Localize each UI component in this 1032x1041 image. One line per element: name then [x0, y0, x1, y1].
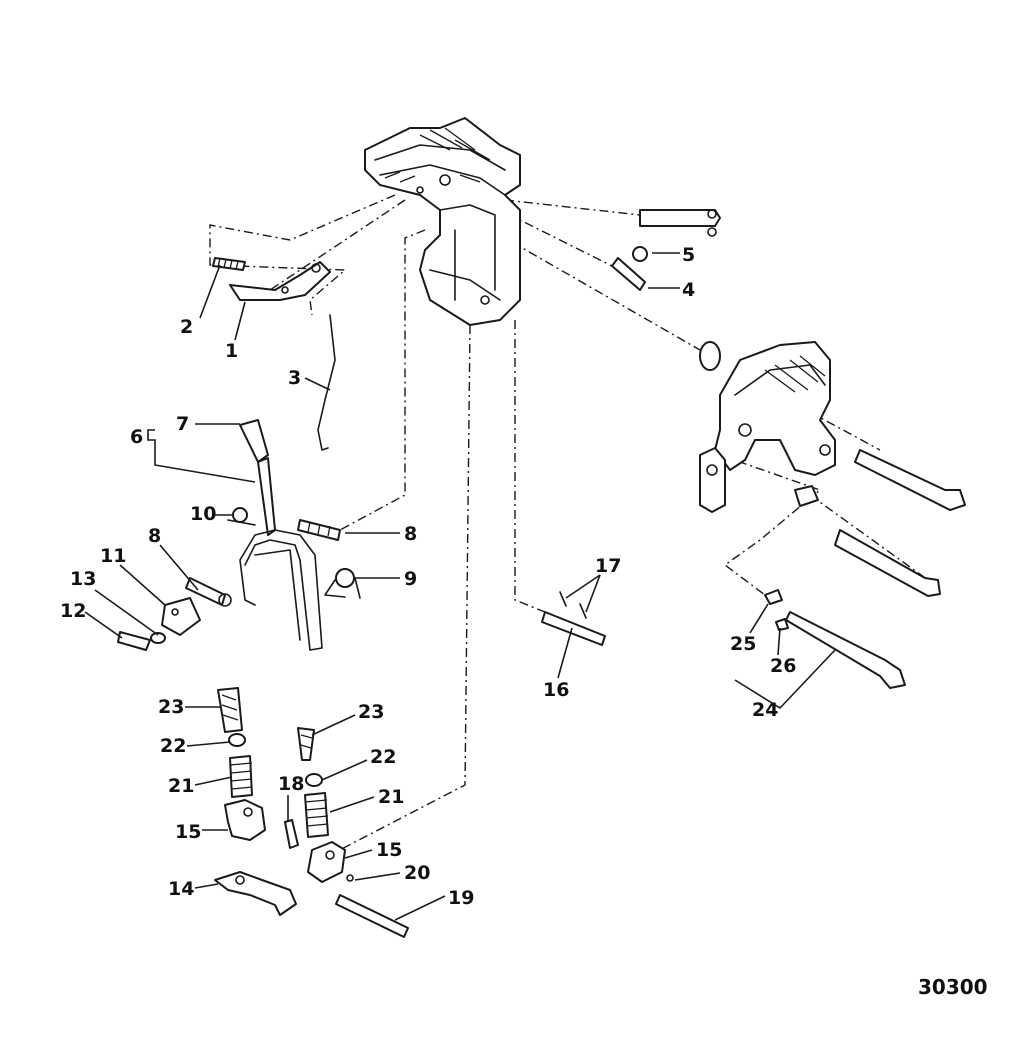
label-part-22-left: 22 — [160, 735, 186, 757]
swivel-bracket — [364, 117, 521, 326]
label-part-23-right: 23 — [358, 701, 384, 723]
label-part-9: 9 — [404, 568, 417, 590]
label-part-12: 12 — [60, 600, 86, 622]
part-labels: 2 1 3 4 5 6 7 8 8 9 10 11 12 13 14 15 15… — [60, 244, 796, 909]
label-part-19: 19 — [448, 887, 474, 909]
label-part-16: 16 — [543, 679, 569, 701]
label-part-8-left: 8 — [148, 525, 161, 547]
bolts-right — [611, 209, 966, 597]
label-part-7: 7 — [176, 413, 189, 435]
tilt-pin-and-rod — [541, 589, 906, 689]
label-part-11: 11 — [100, 545, 126, 567]
label-part-18: 18 — [278, 773, 304, 795]
label-part-5: 5 — [682, 244, 695, 266]
label-part-22-right: 22 — [370, 746, 396, 768]
label-part-21-right: 21 — [378, 786, 404, 808]
label-part-10: 10 — [190, 503, 216, 525]
label-part-13: 13 — [70, 568, 96, 590]
label-part-4: 4 — [682, 279, 695, 301]
label-part-1: 1 — [225, 340, 238, 362]
label-part-23-left: 23 — [158, 696, 184, 718]
label-part-15-right: 15 — [376, 839, 402, 861]
label-part-3: 3 — [288, 367, 301, 389]
label-part-21-left: 21 — [168, 775, 194, 797]
label-part-20: 20 — [404, 862, 430, 884]
label-part-15-left: 15 — [175, 821, 201, 843]
label-part-24: 24 — [752, 699, 778, 721]
label-part-14: 14 — [168, 878, 194, 900]
diagram-reference-number: 30300 — [918, 975, 988, 999]
label-part-8-right: 8 — [404, 523, 417, 545]
label-part-2: 2 — [180, 316, 193, 338]
tilt-lock-lever — [212, 257, 336, 451]
tilt-lever-assembly — [117, 419, 361, 651]
label-part-6: 6 — [130, 426, 143, 448]
label-part-17: 17 — [595, 555, 621, 577]
label-part-25: 25 — [730, 633, 756, 655]
reverse-lock-assembly — [214, 687, 409, 938]
label-part-26: 26 — [770, 655, 796, 677]
clamp-bracket — [699, 341, 836, 513]
leader-lines — [84, 252, 836, 921]
